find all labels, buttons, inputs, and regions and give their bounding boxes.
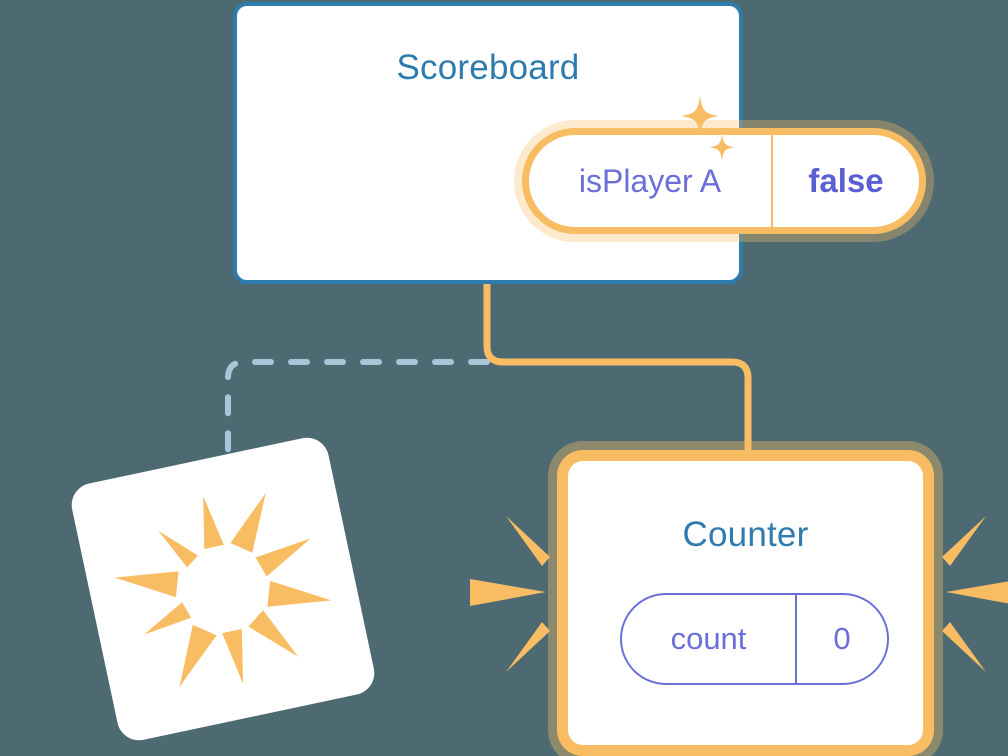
counter-state-value: 0 bbox=[833, 621, 851, 656]
counter-card[interactable]: Counter count 0 bbox=[557, 450, 934, 756]
counter-title: Counter bbox=[682, 515, 809, 554]
scoreboard-card[interactable]: Scoreboard isPlayer A false bbox=[233, 2, 926, 284]
counter-burst-rays-right-icon bbox=[942, 516, 1008, 672]
ghost-card[interactable] bbox=[67, 433, 379, 745]
counter-state-pill[interactable]: count 0 bbox=[620, 593, 889, 685]
scoreboard-state-key: isPlayer A bbox=[529, 135, 773, 227]
scoreboard-state-pill[interactable]: isPlayer A false bbox=[522, 128, 926, 234]
scoreboard-title: Scoreboard bbox=[396, 48, 580, 87]
connector-scoreboard-to-counter bbox=[483, 282, 752, 462]
scoreboard-state-value: false bbox=[808, 162, 884, 199]
burst-rays-icon bbox=[114, 493, 332, 687]
counter-state-key: count bbox=[622, 595, 797, 683]
counter-burst-rays-left-icon bbox=[470, 516, 550, 672]
